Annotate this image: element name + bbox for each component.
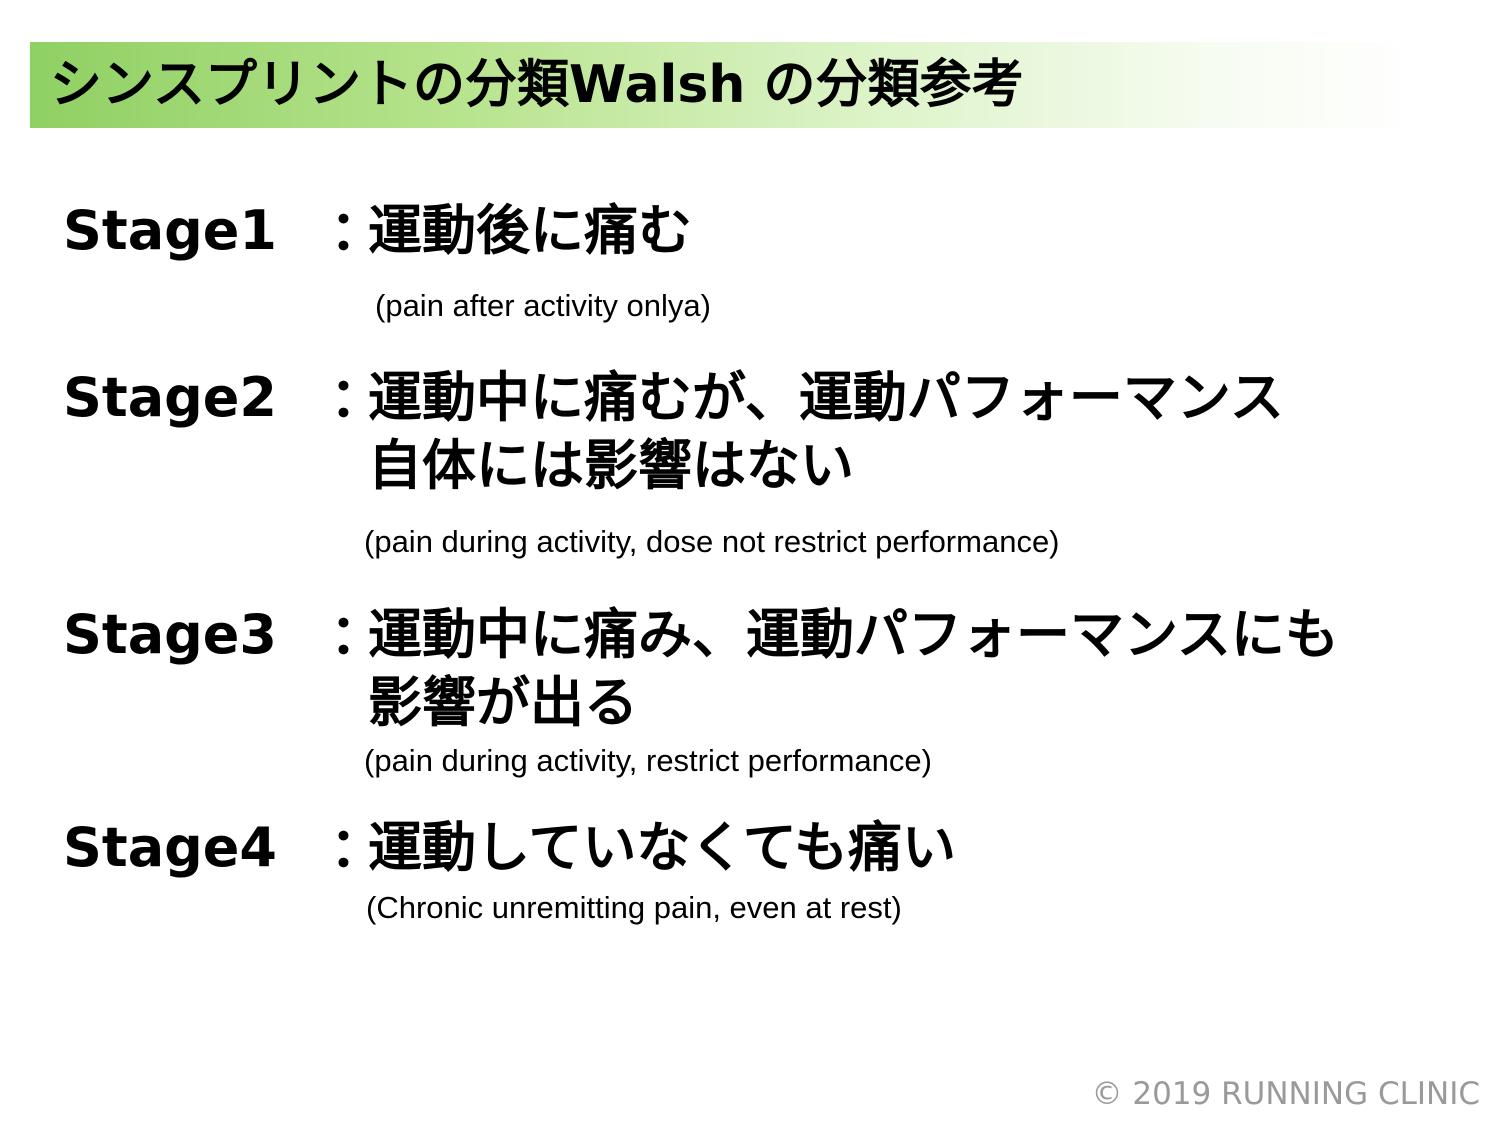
title-bar: シンスプリントの分類Walsh の分類参考 <box>30 42 1420 128</box>
stage1-en: (pain after activity onlya) <box>375 288 711 323</box>
stage4-colon: ： <box>330 816 384 879</box>
copyright-footer: © 2019 RUNNING CLINIC <box>1091 1076 1480 1112</box>
stage2-label: Stage2 <box>63 366 277 429</box>
stage2-en: (pain during activity, dose not restrict… <box>364 524 1060 559</box>
stage2-jp-line2: 自体には影響はない <box>368 434 854 497</box>
stage1-colon: ： <box>330 199 384 262</box>
stage3-colon: ： <box>330 603 384 666</box>
stage3-label: Stage3 <box>63 603 277 666</box>
stage3-en: (pain during activity, restrict performa… <box>364 743 932 778</box>
stage1-jp-line1: 運動後に痛む <box>368 199 692 262</box>
stage4-jp-line1: 運動していなくても痛い <box>368 816 957 879</box>
page-title: シンスプリントの分類Walsh の分類参考 <box>50 55 1024 115</box>
stage2-jp-line1: 運動中に痛むが、運動パフォーマンス <box>368 366 1284 429</box>
stage2-colon: ： <box>330 366 384 429</box>
stage3-jp-line2: 影響が出る <box>368 671 638 734</box>
stage4-en: (Chronic unremitting pain, even at rest) <box>366 890 902 925</box>
stage3-jp-line1: 運動中に痛み、運動パフォーマンスにも <box>368 603 1339 666</box>
stage1-label: Stage1 <box>63 199 277 262</box>
stage4-label: Stage4 <box>63 816 277 879</box>
